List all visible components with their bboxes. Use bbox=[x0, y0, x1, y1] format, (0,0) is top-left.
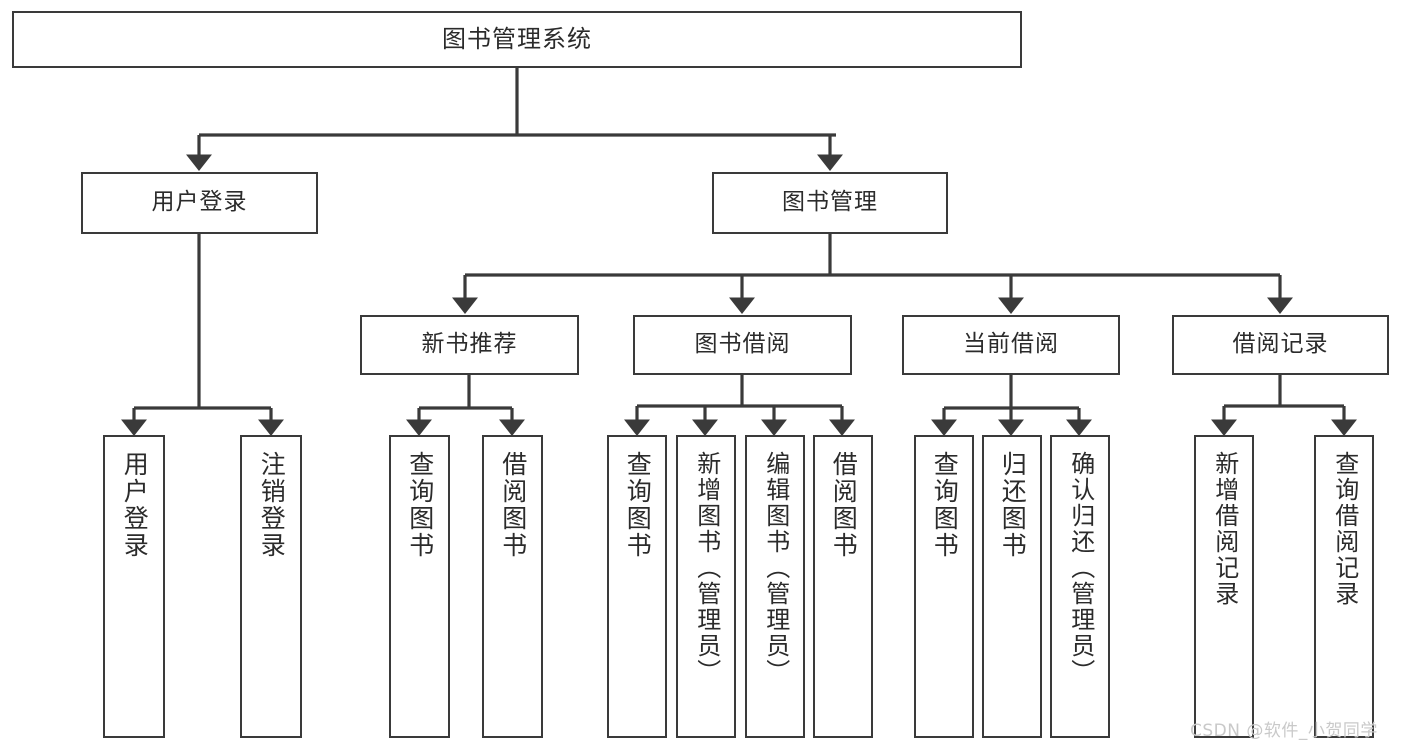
node-label: 借阅记录 bbox=[1232, 331, 1329, 358]
node-new-book-rec[interactable]: 新书推荐 bbox=[360, 315, 579, 375]
node-leaf-return-book[interactable]: 归还图书 bbox=[982, 435, 1042, 738]
node-label: 新增借阅记录 bbox=[1210, 451, 1239, 607]
node-leaf-query-book-1[interactable]: 查询图书 bbox=[389, 435, 450, 738]
node-label: 编辑图书（管理员） bbox=[761, 451, 790, 685]
node-leaf-borrow-book-1[interactable]: 借阅图书 bbox=[482, 435, 543, 738]
node-label: 查询图书 bbox=[930, 451, 960, 559]
node-label: 借阅图书 bbox=[498, 451, 528, 559]
node-leaf-add-book[interactable]: 新增图书（管理员） bbox=[676, 435, 736, 738]
node-book-borrow[interactable]: 图书借阅 bbox=[633, 315, 852, 375]
node-label: 查询借阅记录 bbox=[1330, 451, 1359, 607]
node-label: 图书借阅 bbox=[694, 331, 791, 358]
node-label: 图书管理系统 bbox=[442, 25, 592, 54]
node-label: 当前借阅 bbox=[963, 331, 1059, 358]
node-leaf-add-record[interactable]: 新增借阅记录 bbox=[1194, 435, 1254, 738]
node-label: 注销登录 bbox=[257, 451, 287, 559]
node-label: 新增图书（管理员） bbox=[692, 451, 721, 685]
node-label: 用户登录 bbox=[120, 451, 150, 559]
node-label: 确认归还（管理员） bbox=[1066, 451, 1095, 685]
node-label: 查询图书 bbox=[623, 451, 653, 559]
node-current-borrow[interactable]: 当前借阅 bbox=[902, 315, 1120, 375]
node-label: 新书推荐 bbox=[421, 331, 518, 358]
node-label: 图书管理 bbox=[782, 189, 878, 216]
node-leaf-borrow-book-2[interactable]: 借阅图书 bbox=[813, 435, 873, 738]
node-leaf-query-book-2[interactable]: 查询图书 bbox=[607, 435, 667, 738]
node-leaf-query-book-3[interactable]: 查询图书 bbox=[914, 435, 974, 738]
node-root-system[interactable]: 图书管理系统 bbox=[12, 11, 1022, 68]
node-label: 借阅图书 bbox=[829, 451, 859, 559]
node-label: 查询图书 bbox=[405, 451, 435, 559]
node-book-manage[interactable]: 图书管理 bbox=[712, 172, 948, 234]
node-label: 归还图书 bbox=[998, 451, 1028, 559]
node-label: 用户登录 bbox=[151, 189, 248, 216]
csdn-watermark: CSDN @软件_小贺同学 bbox=[1190, 721, 1378, 741]
node-leaf-edit-book[interactable]: 编辑图书（管理员） bbox=[745, 435, 805, 738]
node-leaf-user-login[interactable]: 用户登录 bbox=[103, 435, 165, 738]
node-leaf-user-logout[interactable]: 注销登录 bbox=[240, 435, 302, 738]
node-user-login[interactable]: 用户登录 bbox=[81, 172, 318, 234]
node-leaf-confirm-return[interactable]: 确认归还（管理员） bbox=[1050, 435, 1110, 738]
node-borrow-record[interactable]: 借阅记录 bbox=[1172, 315, 1389, 375]
node-leaf-query-record[interactable]: 查询借阅记录 bbox=[1314, 435, 1374, 738]
